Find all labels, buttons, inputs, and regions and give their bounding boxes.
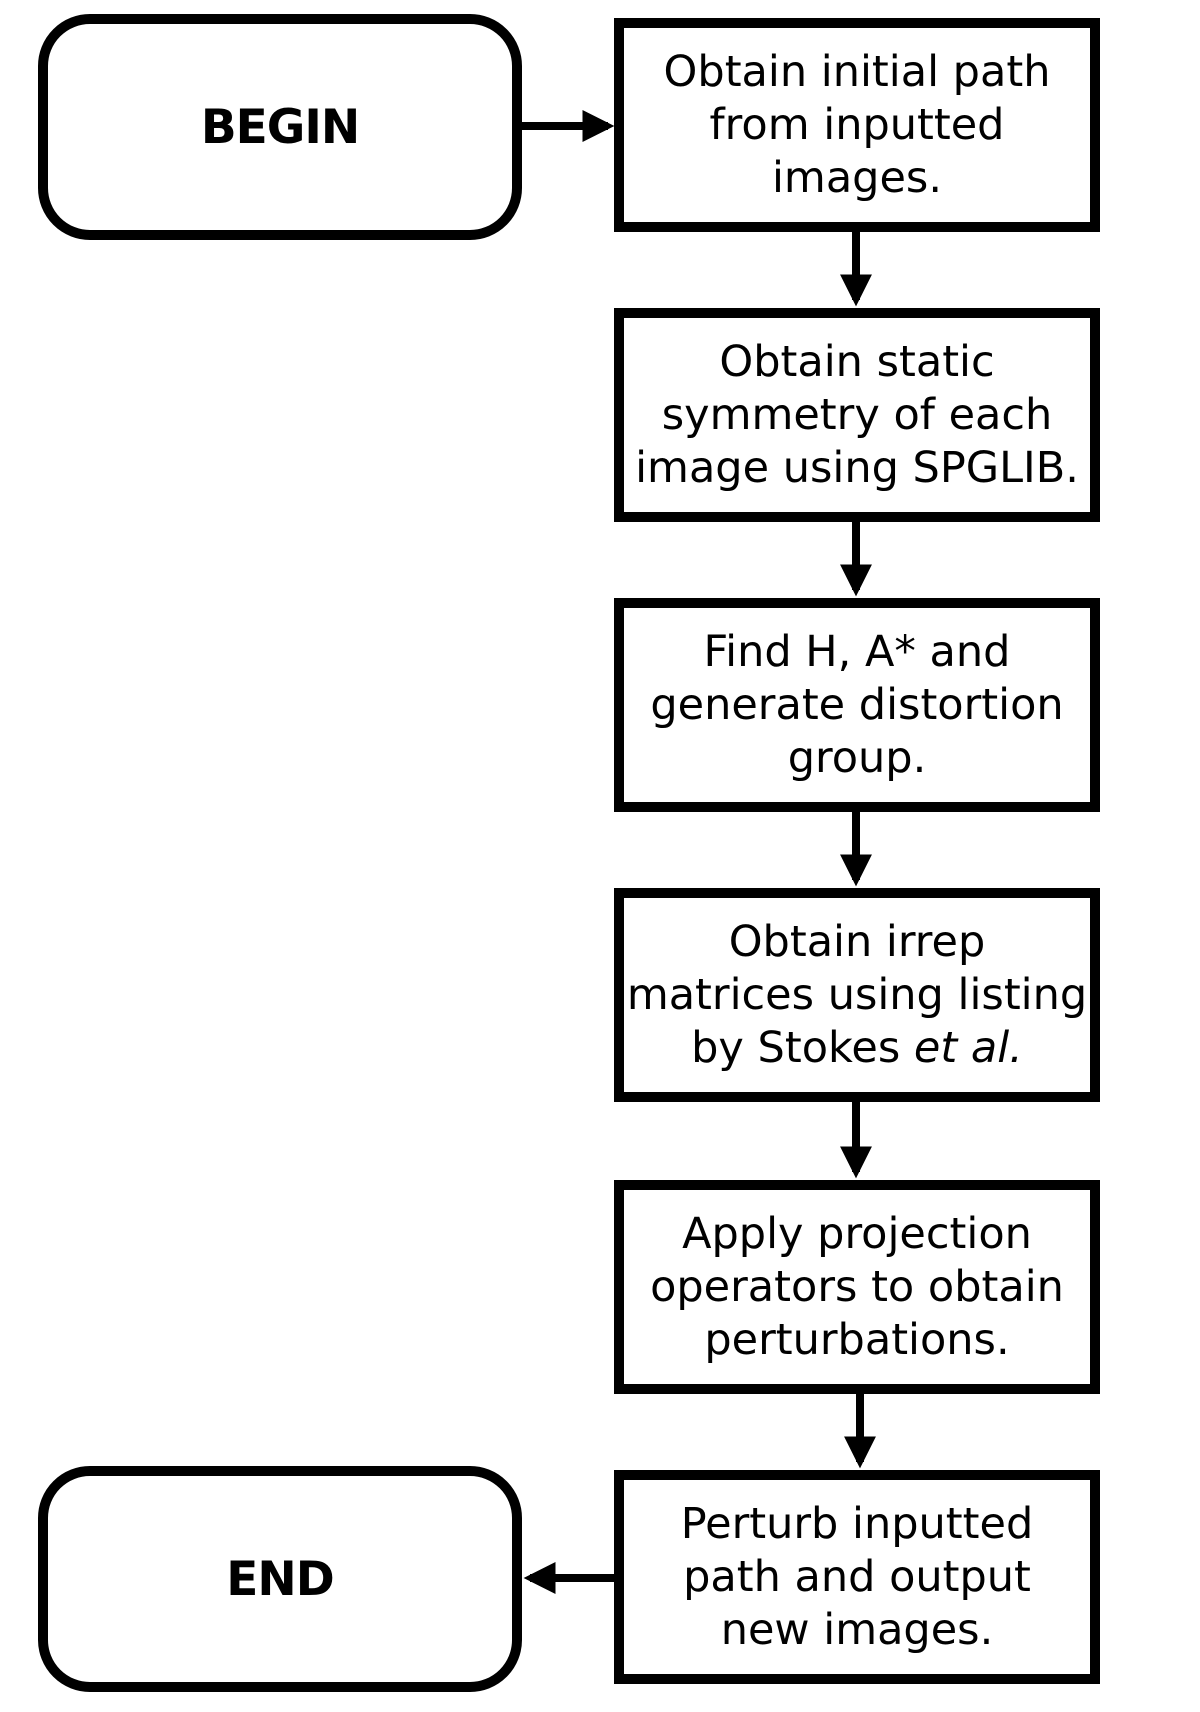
step-3-line-1: Find H, A* and [703, 626, 1011, 677]
step-4-line-3: by Stokes et al. [627, 1022, 1087, 1075]
step-2-box: Obtain static symmetry of each image usi… [614, 308, 1100, 522]
end-label: END [226, 1551, 334, 1607]
end-node: END [38, 1466, 522, 1692]
step-1-box: Obtain initial path from inputted images… [614, 18, 1100, 232]
step-6-line-1: Perturb inputted [680, 1498, 1034, 1549]
step-3-box: Find H, A* and generate distortion group… [614, 598, 1100, 812]
step-4-box: Obtain irrep matrices using listing by S… [614, 888, 1100, 1102]
step-6-line-2: path and output [683, 1551, 1031, 1602]
step-6-line-3: new images. [720, 1604, 994, 1655]
step-1-line-1: Obtain initial path [663, 46, 1051, 97]
step-3-line-3: group. [787, 732, 927, 783]
step-5-line-1: Apply projection [682, 1208, 1032, 1259]
step-5-line-3: perturbations. [704, 1314, 1010, 1365]
step-2-line-2: symmetry of each [661, 389, 1053, 440]
begin-node: BEGIN [38, 14, 522, 240]
step-1-line-3: images. [771, 152, 942, 203]
step-6-box: Perturb inputted path and output new ima… [614, 1470, 1100, 1684]
step-3-line-2: generate distortion [650, 679, 1064, 730]
step-2-line-3: image using SPGLIB. [635, 442, 1079, 493]
step-5-box: Apply projection operators to obtain per… [614, 1180, 1100, 1394]
step-4-line-1: Obtain irrep [728, 916, 986, 967]
begin-label: BEGIN [200, 99, 360, 155]
step-2-line-1: Obtain static [719, 336, 995, 387]
step-4-line-3-italic: et al. [913, 1022, 1023, 1073]
step-1-line-2: from inputted [709, 99, 1005, 150]
step-4-line-3-prefix: by Stokes [691, 1022, 914, 1073]
step-5-line-2: operators to obtain [650, 1261, 1064, 1312]
step-4-line-2: matrices using listing [626, 969, 1088, 1020]
